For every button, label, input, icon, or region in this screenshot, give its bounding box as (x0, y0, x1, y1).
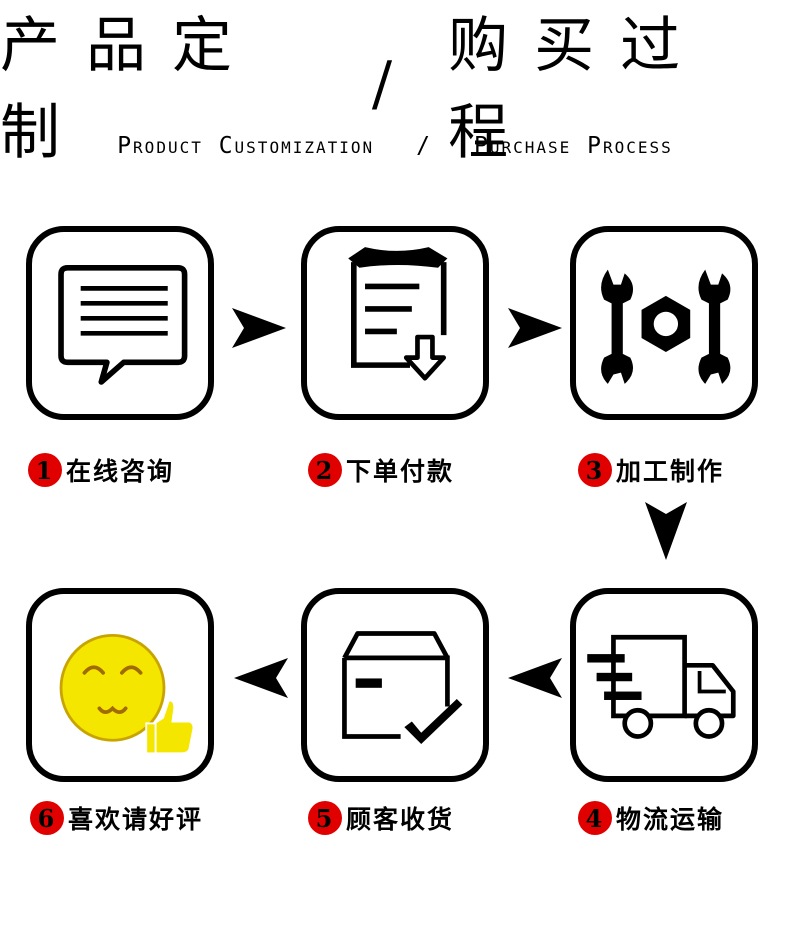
step-1-label: 1 在线咨询 (28, 452, 174, 488)
step-2-box (301, 226, 489, 420)
arrow-right-icon-2 (508, 308, 562, 348)
smiley-thumbs-up-icon (59, 633, 195, 755)
step-2-badge: 2 (308, 453, 342, 487)
step-6-box (26, 588, 214, 782)
step-6-text: 喜欢请好评 (68, 805, 204, 834)
step-5-badge: 5 (308, 801, 342, 835)
wrench-nut-icon (601, 269, 731, 384)
title-en-right: Purchase Process (474, 133, 673, 159)
step-6-label: 6 喜欢请好评 (30, 800, 203, 836)
step-1-badge: 1 (28, 453, 62, 487)
arrow-left-icon-2 (508, 658, 562, 698)
step-3-label: 3 加工制作 (578, 452, 724, 488)
title-separator: / (371, 49, 419, 119)
step-5-box (301, 588, 489, 782)
step-2-text: 下单付款 (346, 457, 455, 486)
step-1-box (26, 226, 214, 420)
chat-bubble-icon (58, 264, 188, 385)
page-title-cn: 产品定制 / 购买过程 (0, 11, 790, 168)
step-2-label: 2 下单付款 (308, 452, 454, 488)
title-en-separator: / (416, 133, 432, 159)
arrow-right-icon-1 (232, 308, 286, 348)
title-en-left: Product Customization (117, 133, 375, 159)
step-4-box (570, 588, 758, 782)
step-6-badge: 6 (30, 801, 64, 835)
title-cn-left: 产品定制 (0, 11, 258, 168)
step-1-text: 在线咨询 (66, 457, 175, 486)
box-check-icon (342, 631, 463, 744)
step-5-label: 5 顾客收货 (308, 800, 454, 836)
step-5-text: 顾客收货 (346, 805, 455, 834)
step-4-badge: 4 (578, 801, 612, 835)
delivery-truck-icon (587, 634, 736, 739)
title-cn-right: 购买过程 (448, 11, 707, 168)
step-3-text: 加工制作 (616, 457, 725, 486)
arrow-left-icon-1 (234, 658, 288, 698)
step-3-badge: 3 (578, 453, 612, 487)
page-title-en: Product Customization / Purchase Process (0, 128, 790, 164)
arrow-down-icon (645, 502, 687, 560)
step-3-box (570, 226, 758, 420)
step-4-label: 4 物流运输 (578, 800, 724, 836)
clipboard-download-icon (348, 247, 448, 381)
step-4-text: 物流运输 (616, 805, 725, 834)
